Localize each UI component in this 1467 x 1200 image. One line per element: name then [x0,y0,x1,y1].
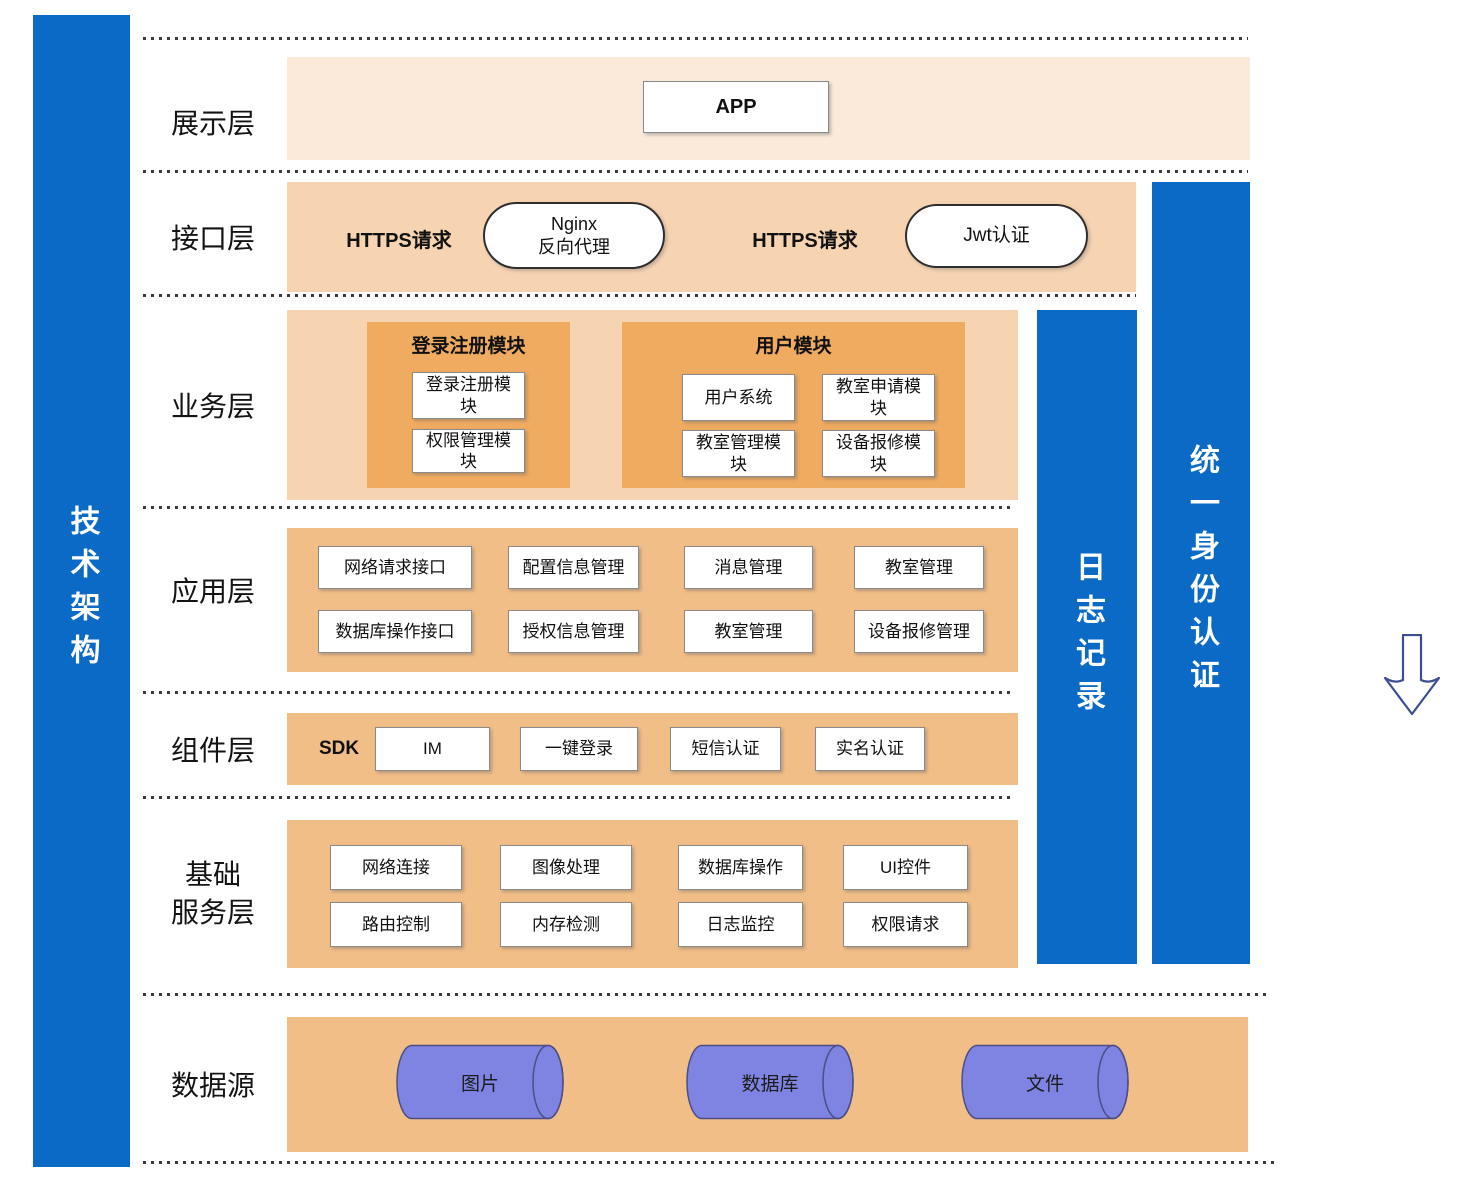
divider-application-component [143,691,1010,694]
module-box: 教室管理模块 [682,430,795,477]
label-interface-layer: 接口层 [170,223,255,254]
divider-top [143,37,1248,40]
module-box: 实名认证 [815,727,925,771]
module-box: IM [375,727,490,771]
unified-identity-auth-bar: 统一身份认证 [1152,182,1250,964]
sdk-label: SDK [319,738,360,759]
module-box: 路由控制 [330,902,462,947]
module-box: 用户系统 [682,374,795,421]
business-group-login: 登录注册模块 登录注册模块 权限管理模块 [367,322,570,488]
nginx-pill-line2: 反向代理 [538,236,610,257]
log-record-bar: 日志记录 [1037,310,1137,964]
application-band: 网络请求接口 配置信息管理 消息管理 教室管理 数据库操作接口 授权信息管理 教… [287,528,1018,672]
module-box: 网络连接 [330,845,462,890]
module-box: UI控件 [843,845,968,890]
module-box: 网络请求接口 [318,546,472,589]
log-record-label: 日志记录 [1071,551,1104,723]
module-box: 教室申请模块 [822,374,935,421]
interface-band: HTTPS请求 Nginx 反向代理 HTTPS请求 Jwt认证 [287,182,1136,292]
business-group-user-title: 用户模块 [755,336,832,357]
business-group-user: 用户模块 用户系统 教室申请模块 教室管理模块 设备报修模块 [622,322,965,488]
cylinder-image-label: 图片 [460,1073,499,1095]
https-request-right-label: HTTPS请求 [752,230,858,252]
module-box: 短信认证 [670,727,781,771]
module-box: 登录注册模块 [412,372,525,419]
label-base-service-line1: 基础 [184,859,241,890]
module-box: 消息管理 [684,546,813,589]
jwt-pill: Jwt认证 [905,204,1088,268]
https-request-left-label: HTTPS请求 [346,230,452,252]
module-box: 权限请求 [843,902,968,947]
label-datasource-layer: 数据源 [170,1070,255,1101]
module-box: 授权信息管理 [508,610,639,653]
nginx-pill: Nginx 反向代理 [483,202,665,269]
app-box: APP [643,81,829,133]
cylinder-file-label: 文件 [1025,1073,1064,1095]
cylinder-shape [396,1044,564,1120]
module-box: 一键登录 [520,727,638,771]
module-box: 内存检测 [500,902,632,947]
unified-identity-auth-label: 统一身份认证 [1185,444,1218,702]
module-box: 权限管理模块 [412,429,525,473]
module-box: 设备报修模块 [822,430,935,477]
module-box: 教室管理 [684,610,813,653]
business-band: 登录注册模块 登录注册模块 权限管理模块 用户模块 用户系统 教室申请模块 教室… [287,310,1018,500]
module-box: 数据库操作接口 [318,610,472,653]
divider-base-datasource [143,993,1270,996]
module-box: 配置信息管理 [508,546,639,589]
component-band: SDK IM 一键登录 短信认证 实名认证 [287,713,1018,785]
label-presentation-layer: 展示层 [170,108,255,139]
cylinder-file: 文件 [955,1044,1135,1120]
base-service-band: 网络连接 图像处理 数据库操作 UI控件 路由控制 内存检测 日志监控 权限请求 [287,820,1018,968]
module-box: 教室管理 [854,546,984,589]
divider-interface-business [143,294,1136,297]
datasource-band: 图片 数据库 文件 [287,1017,1248,1152]
module-box: 设备报修管理 [854,610,984,653]
cylinder-shape [961,1044,1129,1120]
label-component-layer: 组件层 [170,735,255,766]
divider-presentation-interface [143,170,1248,173]
label-base-service-line2: 服务层 [170,897,255,928]
module-box: 日志监控 [678,902,803,947]
cylinder-shape [686,1044,854,1120]
module-box: 图像处理 [500,845,632,890]
label-base-service-layer: 基础 服务层 [143,856,283,932]
label-application-layer: 应用层 [170,576,255,607]
business-group-login-title: 登录注册模块 [411,336,526,357]
divider-bottom [143,1161,1275,1164]
tech-architecture-label: 技术架构 [65,505,99,677]
label-business-layer: 业务层 [170,391,255,422]
cylinder-database-label: 数据库 [741,1073,799,1095]
cylinder-database: 数据库 [680,1044,860,1120]
down-arrow-icon [1383,634,1441,716]
module-box: 数据库操作 [678,845,803,890]
presentation-band: APP [287,57,1250,160]
tech-architecture-bar: 技术架构 [33,15,130,1167]
nginx-pill-line1: Nginx [550,214,598,235]
cylinder-image: 图片 [390,1044,570,1120]
divider-component-base [143,796,1010,799]
divider-business-application [143,506,1010,509]
